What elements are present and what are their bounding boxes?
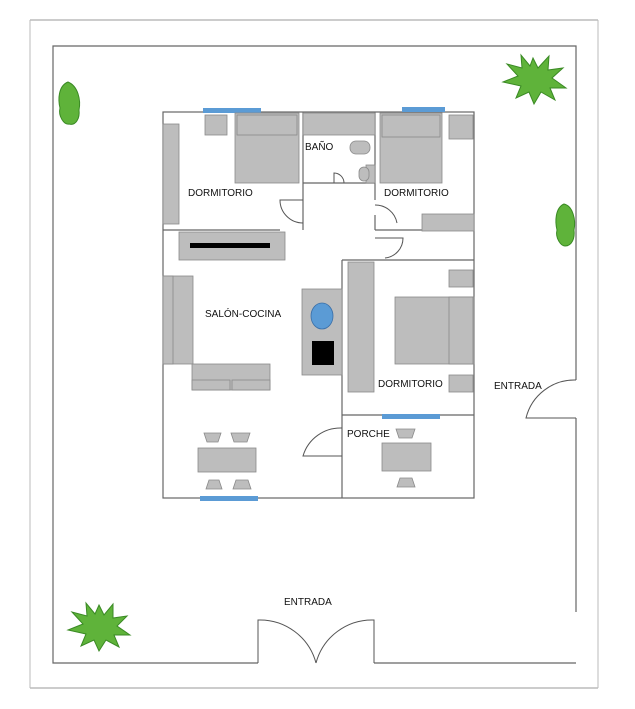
dining-set	[197, 432, 257, 490]
entrada-side-label: ENTRADA	[494, 381, 542, 392]
nightstand	[204, 114, 228, 136]
window-icon	[382, 414, 440, 419]
nightstand	[448, 374, 474, 393]
chair-icon	[395, 428, 416, 439]
kitchen-counter	[347, 261, 375, 393]
window-icon	[203, 108, 261, 113]
porche-label: PORCHE	[347, 429, 390, 440]
bano-furniture	[302, 112, 376, 184]
dormitorio-3-label: DORMITORIO	[378, 379, 443, 390]
bano-label: BAÑO	[305, 140, 334, 153]
sofa	[162, 275, 194, 365]
toilet-icon	[358, 164, 376, 184]
chair-icon	[230, 432, 251, 443]
table-icon	[197, 447, 257, 473]
entrada-bottom-label: ENTRADA	[284, 597, 332, 608]
wardrobe	[162, 123, 180, 225]
bathtub	[302, 112, 376, 136]
tree-icon	[501, 53, 568, 106]
sink-icon	[349, 140, 371, 155]
sofa	[191, 363, 271, 391]
chair-icon	[205, 479, 223, 490]
porche-furniture	[381, 428, 432, 488]
dormitorio-1-furniture	[162, 112, 300, 225]
dormitorio-2-furniture	[379, 112, 475, 232]
bed-icon	[379, 112, 443, 184]
chair-icon	[396, 477, 416, 488]
wardrobe	[421, 213, 475, 232]
door-swing-icon	[525, 379, 577, 419]
dormitorio-1-label: DORMITORIO	[188, 188, 253, 199]
salon-furniture	[162, 231, 375, 393]
salon-cocina-label: SALÓN-COCINA	[205, 307, 281, 320]
bed-icon	[394, 296, 475, 365]
window-icon	[200, 496, 258, 501]
nightstand	[448, 114, 474, 140]
stove-icon	[312, 341, 334, 365]
door-swing-icon	[302, 427, 343, 457]
dormitorio-2-label: DORMITORIO	[384, 188, 449, 199]
tv	[190, 243, 270, 248]
dormitorio-3-furniture	[394, 269, 475, 393]
bed-icon	[234, 112, 300, 184]
main-gate	[257, 619, 375, 664]
door-swing-icon	[333, 172, 345, 184]
chair-icon	[203, 432, 222, 443]
chair-icon	[232, 479, 252, 490]
sink-icon	[310, 302, 334, 330]
door-swing-icon	[374, 204, 398, 224]
nightstand	[448, 269, 474, 288]
tree-icon	[66, 601, 132, 653]
window-icon	[402, 107, 445, 112]
bush-icon	[555, 203, 576, 247]
plot-boundary	[52, 45, 577, 664]
door-swing-icon	[375, 237, 404, 259]
door-swing-icon	[279, 199, 304, 224]
table-icon	[381, 442, 432, 472]
bush-icon	[58, 81, 81, 125]
windows	[200, 107, 445, 501]
